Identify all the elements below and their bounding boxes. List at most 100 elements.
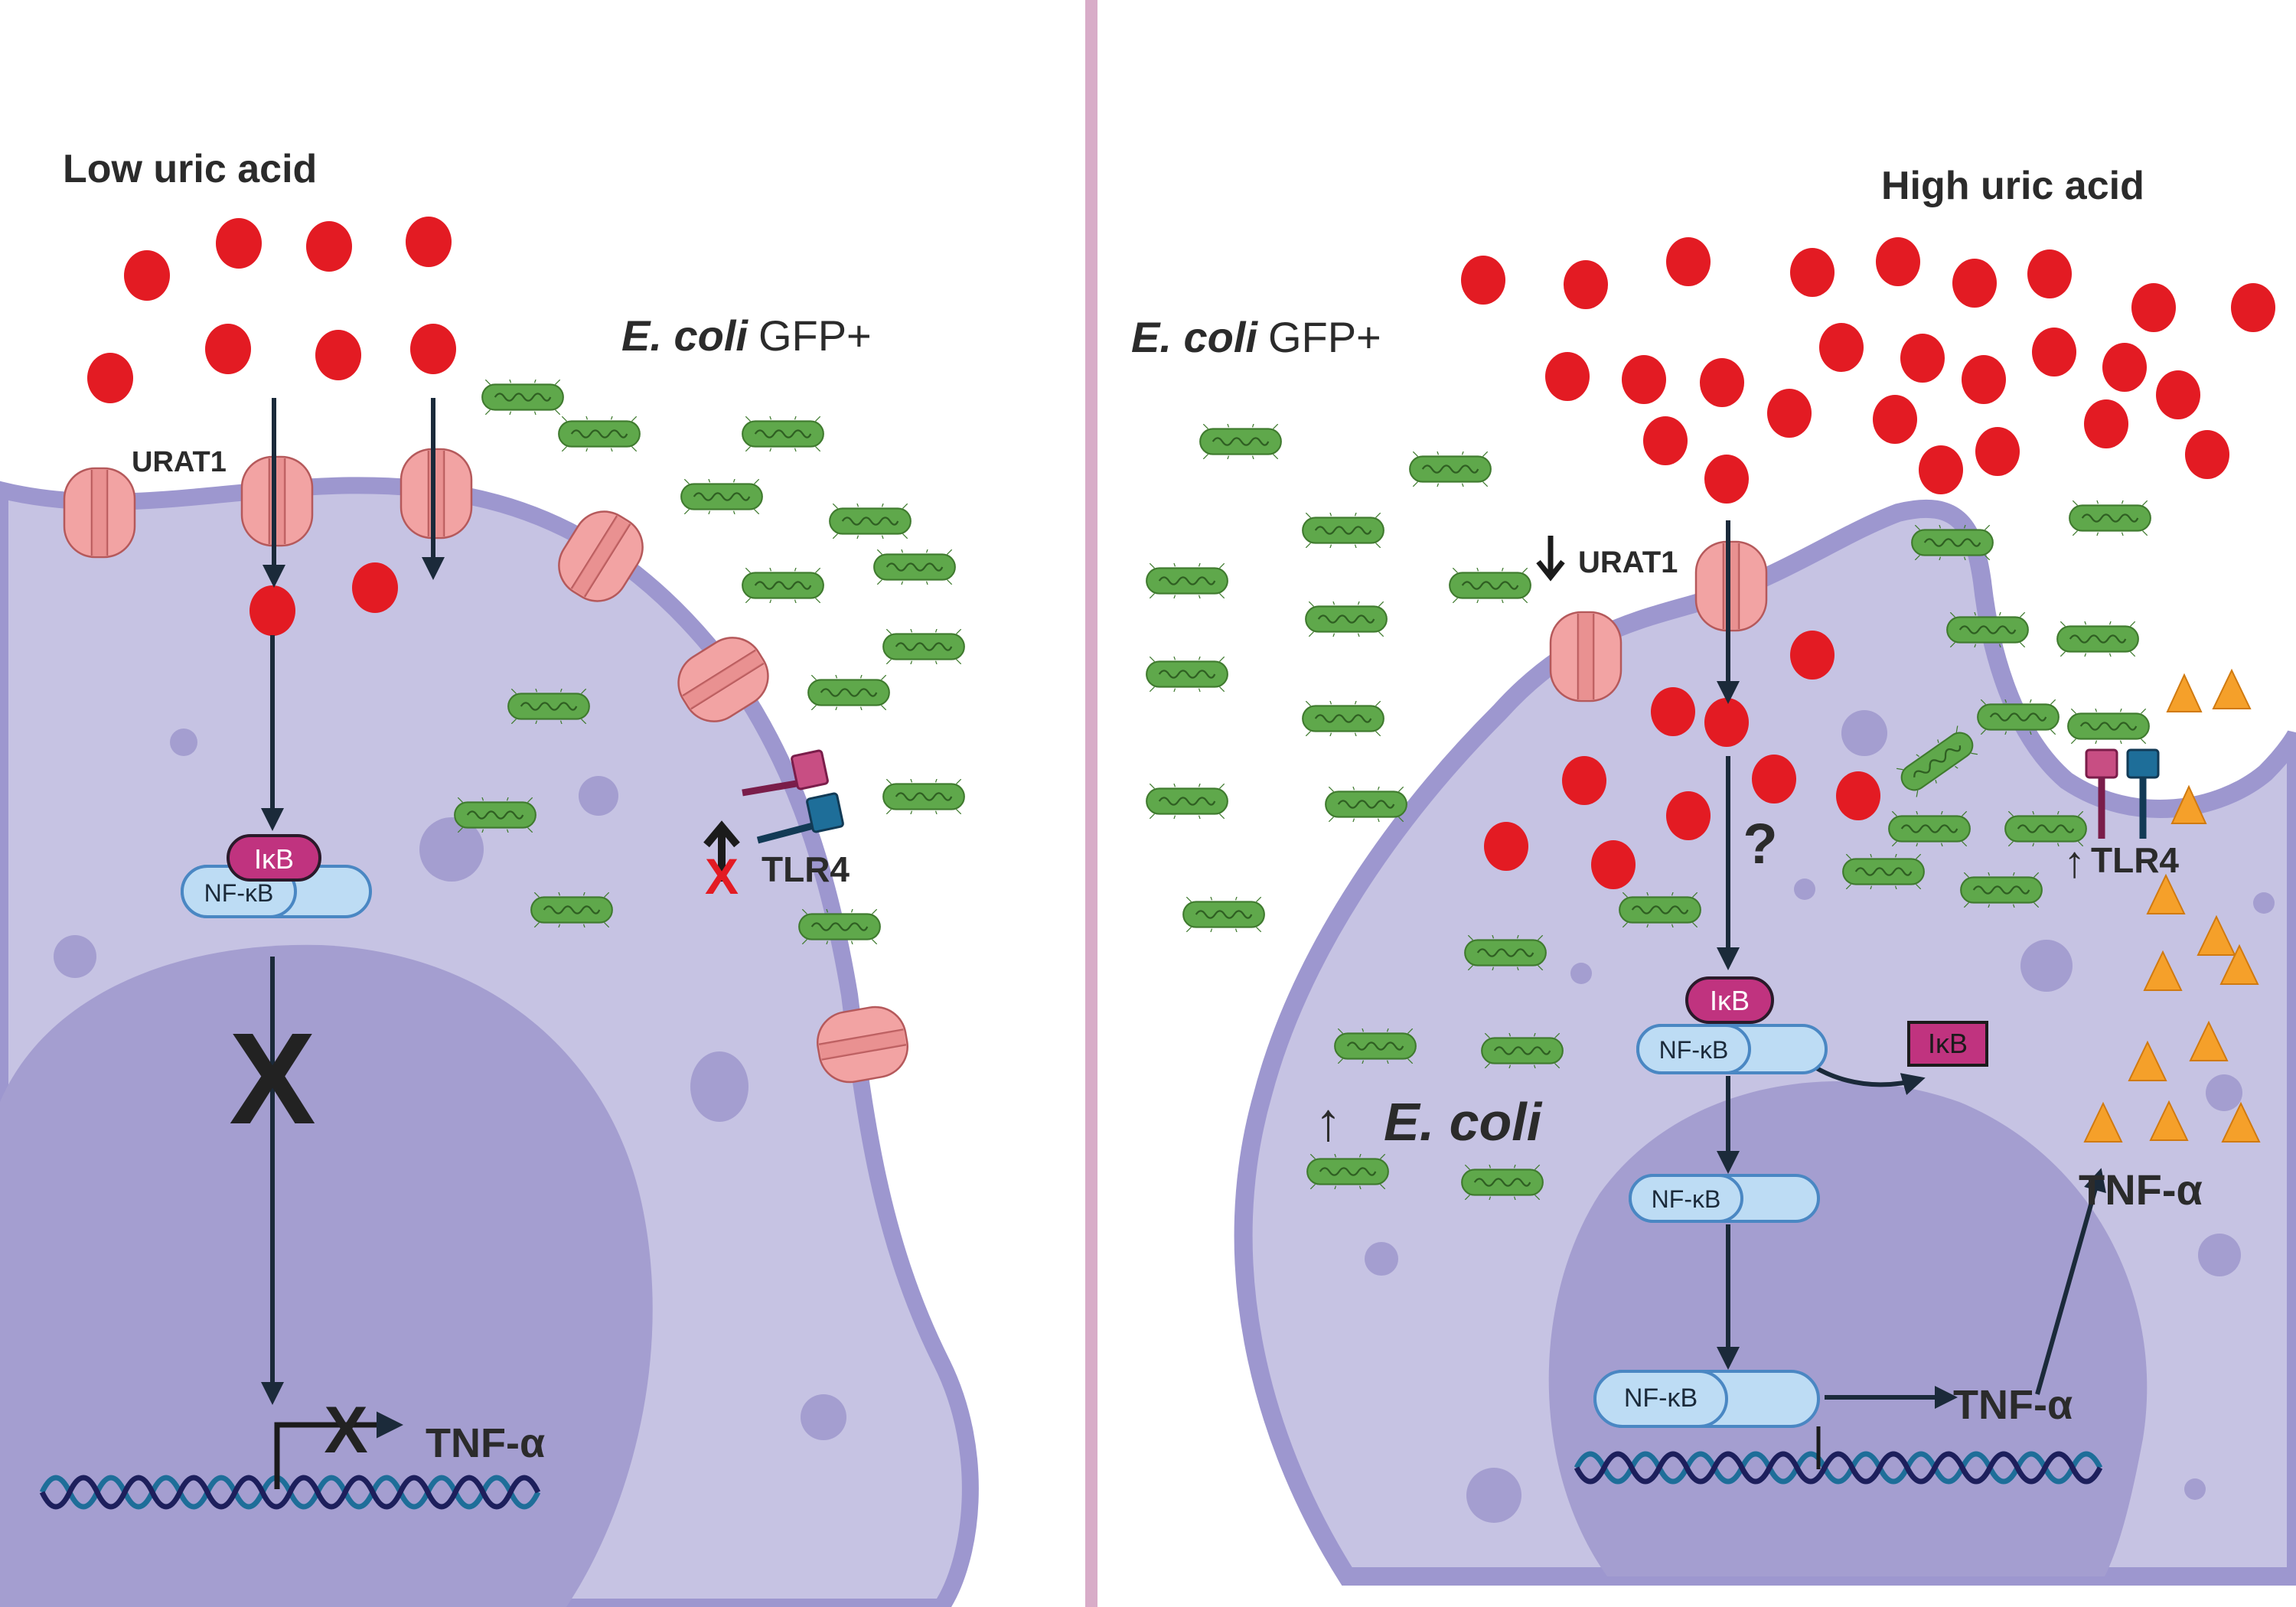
uric-acid-dot <box>2032 328 2076 376</box>
ecoli-bacterium <box>2056 621 2140 657</box>
right-tlr4-up-arrow: ↑ <box>2063 837 2086 887</box>
uric-acid-dot <box>1704 455 1749 504</box>
ecoli-bacterium <box>557 416 641 451</box>
tnf-alpha-triangle <box>2212 668 2252 709</box>
left-transcription-blocked-mark: X <box>324 1393 367 1467</box>
uric-acid-dot <box>315 330 361 380</box>
ecoli-bacterium <box>1301 701 1385 736</box>
ecoli-bacterium <box>741 416 825 451</box>
left-tlr4-receptor <box>742 749 844 844</box>
ecoli-bacterium <box>1301 513 1385 548</box>
unknown-mechanism-mark: ? <box>1743 812 1777 875</box>
ecoli-bacterium <box>872 549 957 585</box>
uric-acid-dot <box>2084 399 2128 448</box>
urat1-transporter <box>63 467 136 559</box>
tnf-alpha-triangle <box>2083 1101 2123 1143</box>
uric-acid-dot <box>1666 237 1711 286</box>
ecoli-bacterium <box>680 479 764 514</box>
left-nucleus <box>0 944 653 1607</box>
right-dna <box>1574 1451 2103 1485</box>
tnf-alpha-triangle <box>2170 784 2207 824</box>
tnf-alpha-triangle <box>2146 873 2186 914</box>
released-ikb-label: IκB <box>1928 1028 1968 1059</box>
ecoli-bacterium <box>1448 568 1532 603</box>
ecoli-bacterium <box>1182 897 1266 932</box>
ecoli-bacterium <box>1145 563 1229 598</box>
right-tlr4-receptor <box>2085 748 2160 839</box>
uric-acid-dot <box>1752 755 1796 804</box>
ecoli-bacterium <box>1199 424 1283 459</box>
left-title: Low uric acid <box>63 147 317 191</box>
left-transcription-arrow <box>274 1411 403 1489</box>
uric-acid-dot <box>1900 334 1945 383</box>
ecoli-bacterium <box>1463 935 1548 970</box>
ecoli-bacterium <box>1304 601 1388 637</box>
tnf-alpha-triangle <box>2221 1101 2261 1143</box>
uric-acid-dot <box>1919 445 1963 494</box>
right-vesicles <box>1365 710 2275 1523</box>
uric-acid-dot <box>2131 283 2176 332</box>
uric-acid-dot <box>1876 237 1920 286</box>
ecoli-bacterium <box>2066 709 2151 744</box>
ecoli-bacterium <box>530 892 614 927</box>
tnf-alpha-triangle <box>2189 1020 2229 1061</box>
left-tlr4-blocked-mark: X <box>705 848 739 905</box>
ecoli-bacterium <box>882 629 966 664</box>
uric-acid-dot <box>87 353 133 403</box>
right-tlr4-label: TLR4 <box>2091 840 2179 880</box>
right-ikb-label: IκB <box>1710 985 1750 1016</box>
left-uric-acid <box>87 217 456 636</box>
uric-acid-dot <box>410 324 456 374</box>
ecoli-bacterium <box>1460 1165 1544 1200</box>
uric-acid-dot <box>1651 687 1695 736</box>
tnf-alpha-triangle <box>2197 914 2236 956</box>
ecoli-bacterium <box>1145 657 1229 692</box>
right-urat1-label: URAT1 <box>1578 546 1678 579</box>
tnf-alpha-triangle <box>2143 950 2183 991</box>
ecoli-bacterium <box>1945 612 2030 647</box>
uric-acid-dot <box>2027 249 2072 298</box>
released-ikb-box <box>1907 1021 1988 1067</box>
uric-acid-dot <box>1545 352 1590 401</box>
ecoli-bacterium <box>1408 451 1492 487</box>
uric-acid-dot <box>216 218 262 269</box>
ecoli-bacterium <box>1959 872 2043 908</box>
panel-divider <box>1085 0 1097 1607</box>
uric-acid-dot <box>406 217 452 267</box>
urat1-transporter <box>400 448 473 539</box>
right-nfkb-label-nucleus: NF-κB <box>1624 1384 1698 1413</box>
uric-acid-dot <box>1461 256 1505 305</box>
uric-acid-dot <box>1564 260 1608 309</box>
uric-acid-dot <box>1790 248 1835 297</box>
urat1-down-arrow <box>1536 536 1565 582</box>
right-ikb-nfkb-complex <box>1636 976 1828 1074</box>
ecoli-bacterium <box>1306 1154 1390 1189</box>
ecoli-bacterium <box>741 568 825 603</box>
uric-acid-dot <box>352 562 398 613</box>
ecoli-bacterium <box>828 504 912 539</box>
uric-acid-dot <box>1962 355 2006 404</box>
left-nfkb-label: NF-κB <box>204 879 274 907</box>
uric-acid-dot <box>124 250 170 301</box>
ecoli-bacterium <box>1333 1028 1417 1064</box>
right-uric-acid <box>1461 237 2275 889</box>
uric-acid-dot <box>2102 343 2147 392</box>
ecoli-bacterium <box>1910 525 1994 560</box>
ecoli-increase-label: E. coli <box>1384 1092 1543 1152</box>
ecoli-bacterium <box>807 675 891 710</box>
uric-acid-dot <box>1562 756 1606 805</box>
uric-acid-dot <box>1700 358 1744 407</box>
nfkb-translocating-segment <box>1629 1174 1743 1223</box>
uric-acid-dot <box>1622 355 1666 404</box>
left-translocation-blocked-mark: X <box>229 1006 315 1152</box>
uric-acid-dot <box>1704 698 1749 747</box>
right-nfkb-label-cytoplasm: NF-κB <box>1659 1036 1729 1064</box>
left-tlr4-label: TLR4 <box>762 849 850 889</box>
uric-acid-dot <box>1591 840 1636 889</box>
tnf-alpha-triangle <box>2128 1040 2167 1081</box>
uric-acid-dot <box>1643 416 1688 465</box>
uric-acid-dot <box>1484 822 1528 871</box>
uric-acid-dot <box>306 221 352 272</box>
